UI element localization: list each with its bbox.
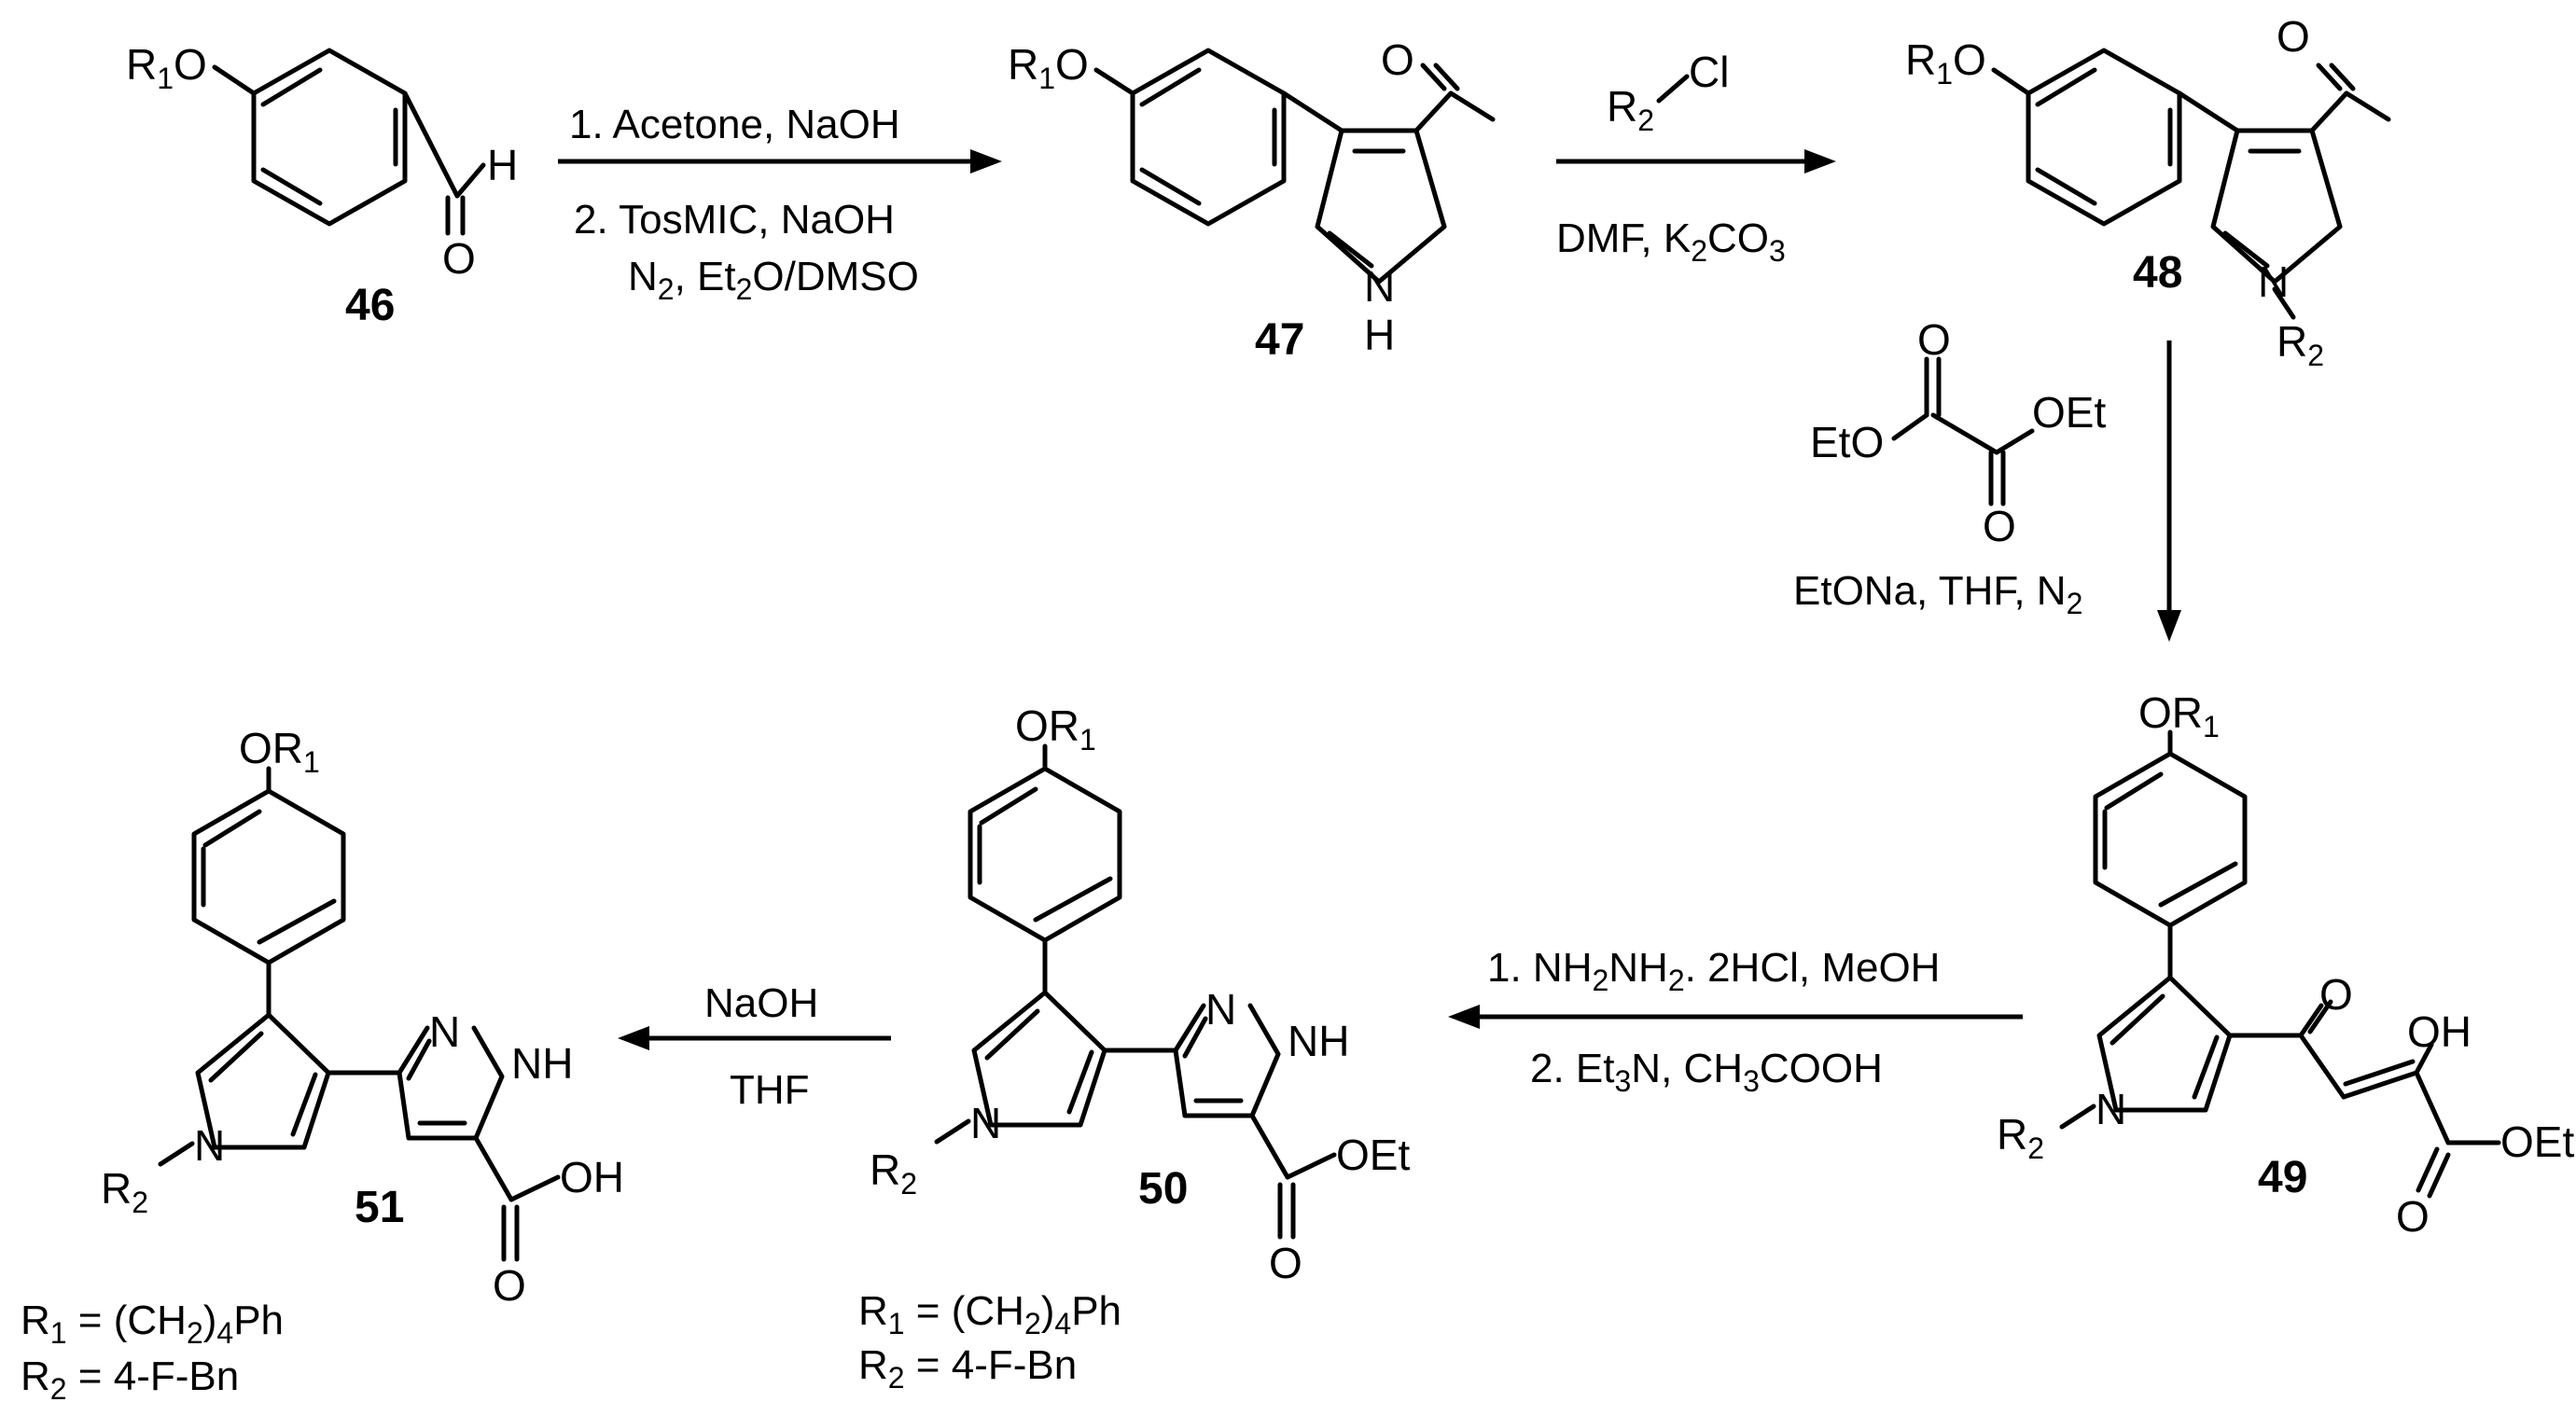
legend-middle: R1 = (CH2)4Ph R2 = 4-F-Bn xyxy=(858,1288,1121,1395)
legend-r1: R1 = (CH2)4Ph xyxy=(21,1298,284,1350)
legend-r1: R1 = (CH2)4Ph xyxy=(858,1288,1121,1340)
compound-49: OR1 N R2 O OH OEt O 49 xyxy=(1997,688,2574,1241)
r1-substituent: R1O xyxy=(1905,35,1986,90)
pyrazole-nh: NH xyxy=(1288,1017,1349,1065)
aldehyde-o: O xyxy=(442,234,476,283)
pyrrole-n: N xyxy=(970,1099,1001,1147)
step1-line2: 2. TosMIC, NaOH xyxy=(574,197,895,243)
reaction-arrow-1: 1. Acetone, NaOH 2. TosMIC, NaOH N2, Et2… xyxy=(558,102,1002,306)
step4-line2: 2. Et3N, CH3COOH xyxy=(1530,1046,1883,1098)
compound-47: R1O O N H 47 xyxy=(1008,35,1496,365)
step2-conditions: DMF, K2CO3 xyxy=(1556,215,1786,268)
step1-line1: 1. Acetone, NaOH xyxy=(569,102,900,147)
aldehyde-h: H xyxy=(487,141,518,189)
enol-oh: OH xyxy=(2407,1007,2472,1056)
r1-substituent: R1O xyxy=(1008,40,1089,95)
oxalate-oet: OEt xyxy=(2032,388,2106,437)
ketone-o: O xyxy=(2319,970,2353,1019)
step4-line1: 1. NH2NH2. 2HCl, MeOH xyxy=(1487,945,1940,997)
acetyl-o: O xyxy=(1381,35,1414,84)
ester-o: O xyxy=(2396,1192,2430,1241)
r2-substituent: R2 xyxy=(101,1164,148,1219)
step1-line3: N2, Et2O/DMSO xyxy=(628,254,919,306)
compound-50: OR1 N R2 N NH OEt O 50 xyxy=(870,701,1410,1287)
legend-r2: R2 = 4-F-Bn xyxy=(858,1342,1077,1395)
acetyl-o: O xyxy=(2277,12,2310,61)
pyrazole-nh: NH xyxy=(511,1039,573,1088)
compound-label-51: 51 xyxy=(355,1183,404,1232)
compound-48: R1O O N R2 48 xyxy=(1905,12,2391,372)
compound-label-48: 48 xyxy=(2133,248,2182,298)
ester-oet: OEt xyxy=(2500,1118,2574,1166)
ester-o: O xyxy=(1269,1239,1302,1287)
r2-substituent: R2 xyxy=(1997,1110,2044,1165)
r2-substituent: R2 xyxy=(2277,317,2324,372)
compound-46: R1O H O 46 xyxy=(126,40,518,330)
pyrazole-n: N xyxy=(429,1007,460,1056)
compound-label-46: 46 xyxy=(345,281,395,330)
step3-conditions: EtONa, THF, N2 xyxy=(1793,568,2082,620)
acid-oh: OH xyxy=(560,1153,624,1201)
step5-line1: NaOH xyxy=(704,980,818,1026)
legend-left: R1 = (CH2)4Ph R2 = 4-F-Bn xyxy=(21,1298,284,1406)
pyrrole-n: N xyxy=(2258,257,2289,306)
pyrrole-n: N xyxy=(1364,262,1395,311)
oxalate-eto: EtO xyxy=(1810,418,1884,466)
reaction-arrow-3: O EtO OEt O EtONa, THF, N2 xyxy=(1793,315,2181,642)
or1-substituent: OR1 xyxy=(239,724,320,779)
oxalate-o-top: O xyxy=(1917,315,1951,364)
compound-label-50: 50 xyxy=(1138,1164,1188,1214)
compound-51: OR1 N R2 N NH OH O 51 xyxy=(101,724,624,1310)
or1-substituent: OR1 xyxy=(2138,688,2220,743)
compound-label-47: 47 xyxy=(1255,315,1304,365)
step2-reagent-r2: R2 xyxy=(1607,82,1654,137)
or1-substituent: OR1 xyxy=(1015,701,1096,757)
pyrrole-h: H xyxy=(1364,311,1395,359)
step5-line2: THF xyxy=(730,1067,810,1113)
r1-substituent: R1O xyxy=(126,40,207,95)
reaction-arrow-5: NaOH THF xyxy=(618,980,891,1113)
reaction-arrow-2: R2 Cl DMF, K2CO3 xyxy=(1556,48,1836,268)
acid-o: O xyxy=(493,1261,526,1310)
oxalate-o-bottom: O xyxy=(1983,502,2016,550)
r2-substituent: R2 xyxy=(870,1145,917,1201)
ester-oet: OEt xyxy=(1336,1131,1410,1179)
pyrrole-n: N xyxy=(2096,1085,2126,1133)
pyrrole-n: N xyxy=(194,1121,225,1170)
step2-reagent-cl: Cl xyxy=(1689,48,1729,96)
compound-label-49: 49 xyxy=(2258,1153,2307,1202)
pyrazole-n: N xyxy=(1205,985,1236,1034)
legend-r2: R2 = 4-F-Bn xyxy=(21,1354,239,1406)
reaction-arrow-4: 1. NH2NH2. 2HCl, MeOH 2. Et3N, CH3COOH xyxy=(1448,945,2023,1098)
